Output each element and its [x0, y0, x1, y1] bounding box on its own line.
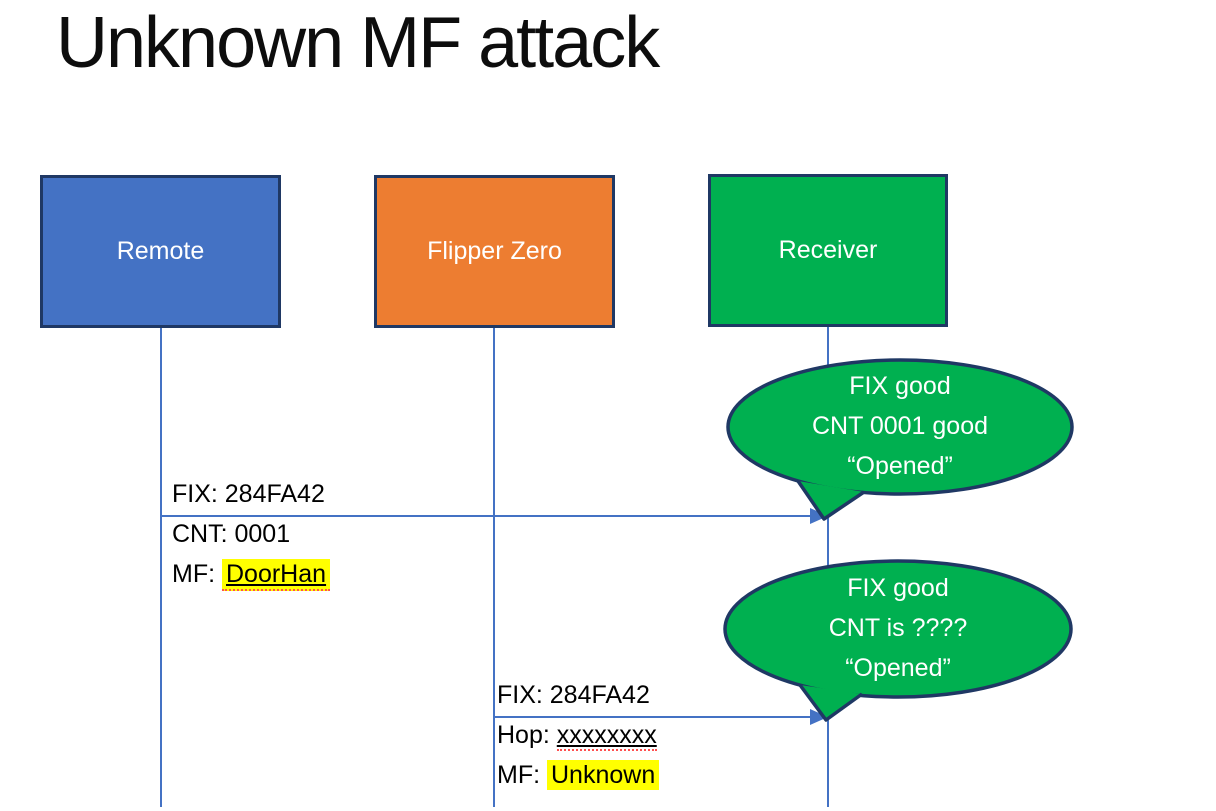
actor-box-flipper-zero: Flipper Zero	[374, 175, 615, 328]
message-2-mf-prefix: MF:	[497, 761, 547, 789]
message-1-line-fix: FIX: 284FA42	[172, 480, 325, 508]
callout-2-line-2: CNT is ????	[828, 614, 968, 642]
message-1-mf-value-highlighted: DoorHan	[222, 559, 331, 591]
callout-1-line-1: FIX good	[849, 372, 951, 400]
message-2-hop-prefix: Hop:	[497, 721, 557, 749]
callout-1-line-2: CNT 0001 good	[811, 412, 989, 440]
message-2-line-hop: Hop: xxxxxxxx	[497, 715, 659, 755]
message-arrow-2-head	[810, 709, 828, 725]
message-2-label: FIX: 284FA42 Hop: xxxxxxxx MF: Unknown	[497, 675, 660, 795]
message-1-mf-prefix: MF:	[172, 560, 222, 588]
actor-label-remote: Remote	[116, 237, 205, 265]
actor-label-receiver: Receiver	[778, 236, 878, 264]
message-2-mf-value-highlighted: Unknown	[547, 760, 660, 790]
callout-2-line-1: FIX good	[847, 574, 949, 602]
callout-bubble-1-ellipse	[726, 358, 1074, 496]
callout-bubble-2-ellipse	[723, 559, 1073, 699]
message-2-hop-value: xxxxxxxx	[556, 721, 657, 751]
message-2-line-fix: FIX: 284FA42	[497, 681, 650, 709]
callout-2-text: FIX good CNT is ???? “Opened”	[724, 568, 1072, 688]
message-2-line-mf: MF: Unknown	[497, 755, 660, 795]
callout-1-line-3: “Opened”	[847, 452, 953, 480]
callout-bubble-1	[726, 358, 1074, 521]
actor-box-receiver: Receiver	[708, 174, 948, 327]
message-1-line-mf: MF: DoorHan	[172, 554, 331, 594]
actor-label-flipper-zero: Flipper Zero	[427, 237, 562, 265]
page-title: Unknown MF attack	[56, 3, 660, 83]
actor-box-remote: Remote	[40, 175, 281, 328]
message-1-line-cnt: CNT: 0001	[172, 520, 291, 548]
message-arrow-1-head	[810, 508, 828, 524]
message-1-label: FIX: 284FA42 CNT: 0001 MF: DoorHan	[172, 474, 331, 594]
callout-bubble-2	[723, 559, 1073, 722]
callout-1-text: FIX good CNT 0001 good “Opened”	[726, 366, 1074, 486]
callout-bubble-2-tail	[798, 683, 864, 722]
callout-bubble-1-tail	[796, 480, 865, 521]
callout-2-line-3: “Opened”	[845, 654, 951, 682]
